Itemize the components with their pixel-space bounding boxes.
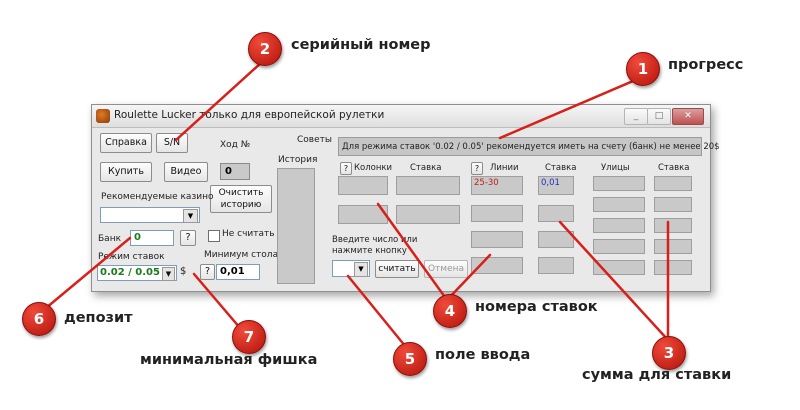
line-slot — [471, 257, 523, 274]
streets-header: Улицы — [601, 163, 630, 173]
min-table-help-button[interactable]: ? — [200, 264, 215, 280]
title-bar[interactable]: Roulette Lucker только для европейской р… — [92, 105, 710, 128]
columns-header: Колонки — [354, 163, 393, 173]
line-bet-slot: 0,01 — [538, 176, 574, 195]
tips-label: Советы — [297, 135, 332, 145]
bank-label: Банк — [98, 234, 122, 244]
currency-symbol: $ — [180, 266, 187, 277]
bet-header-3: Ставка — [658, 163, 690, 173]
callout-badge-7: 7 — [232, 320, 266, 354]
callout-badge-3: 3 — [652, 336, 686, 370]
line-bet-slot — [538, 257, 574, 274]
lines-help-button[interactable]: ? — [471, 162, 483, 175]
callout-label-min-chip: минимальная фишка — [140, 352, 318, 368]
callout-label-deposit: депозит — [64, 310, 133, 326]
callout-badge-5: 5 — [393, 342, 427, 376]
line-slot: 25-30 — [471, 176, 523, 195]
maximize-button[interactable]: □ — [647, 108, 671, 125]
street-bet-slot — [654, 239, 692, 254]
callout-label-serial-number: серийный номер — [291, 37, 431, 53]
input-prompt-line-1: Введите число или — [332, 235, 418, 245]
clear-history-label-1: Очистить — [218, 188, 264, 198]
street-bet-slot — [654, 218, 692, 233]
callout-label-input-field: поле ввода — [435, 347, 531, 363]
bet-mode-label: Режим ставок — [98, 252, 165, 262]
bet-mode-select[interactable]: 0.02 / 0.05 ▼ — [97, 265, 177, 281]
bank-help-button[interactable]: ? — [180, 230, 196, 246]
column-slot — [338, 205, 388, 224]
help-button[interactable]: Справка — [100, 133, 152, 153]
progress-info-bar: Для режима ставок '0.02 / 0.05' рекоменд… — [338, 137, 720, 156]
close-button[interactable]: ✕ — [672, 108, 704, 125]
callout-badge-2: 2 — [248, 32, 282, 66]
count-button[interactable]: считать — [375, 260, 419, 278]
bet-mode-value: 0.02 / 0.05 — [100, 267, 160, 278]
number-input[interactable]: ▼ — [332, 260, 370, 277]
chevron-down-icon[interactable]: ▼ — [354, 262, 368, 277]
clear-history-label-2: историю — [220, 200, 262, 210]
input-prompt-line-2: нажмите кнопку — [332, 246, 407, 256]
street-bet-slot — [654, 176, 692, 191]
street-slot — [593, 260, 645, 275]
bet-header-2: Ставка — [545, 163, 577, 173]
bet-header-1: Ставка — [410, 163, 442, 173]
no-count-label: Не считать — [222, 229, 275, 239]
street-bet-slot — [654, 197, 692, 212]
history-box — [277, 168, 315, 284]
callout-label-bet-amount: сумма для ставки — [582, 367, 732, 383]
bank-field[interactable]: 0 — [130, 230, 174, 246]
window-title: Roulette Lucker только для европейской р… — [114, 109, 385, 121]
callout-badge-4: 4 — [433, 294, 467, 328]
street-slot — [593, 197, 645, 212]
callout-badge-1: 1 — [626, 52, 660, 86]
street-slot — [593, 239, 645, 254]
line-bet-slot — [538, 205, 574, 222]
lines-header: Линии — [490, 163, 519, 173]
cancel-button[interactable]: Отмена — [424, 260, 468, 278]
app-window: Roulette Lucker только для европейской р… — [91, 104, 720, 292]
street-slot — [593, 218, 645, 233]
line-slot — [471, 231, 523, 248]
recommended-casino-label: Рекомендуемые казино — [101, 192, 214, 202]
sn-button[interactable]: S/N — [156, 133, 188, 153]
chevron-down-icon[interactable]: ▼ — [183, 209, 198, 223]
video-button[interactable]: Видео — [164, 162, 208, 182]
line-slot — [471, 205, 523, 222]
clear-history-button[interactable]: Очистить историю — [210, 185, 272, 213]
no-count-checkbox[interactable] — [208, 230, 220, 242]
move-label: Ход № — [220, 140, 251, 150]
history-label: История — [278, 155, 318, 165]
column-bet-slot — [396, 176, 460, 195]
buy-button[interactable]: Купить — [100, 162, 152, 182]
callout-badge-6: 6 — [22, 302, 56, 336]
minimize-button[interactable]: _ — [624, 108, 648, 125]
column-bet-slot — [396, 205, 460, 224]
casino-select[interactable]: ▼ — [100, 207, 200, 223]
min-table-label: Минимум стола — [204, 250, 279, 260]
chevron-down-icon[interactable]: ▼ — [162, 267, 175, 281]
column-slot — [338, 176, 388, 195]
street-bet-slot — [654, 260, 692, 275]
move-number: 0 — [220, 163, 250, 180]
street-slot — [593, 176, 645, 191]
callout-label-progress: прогресс — [668, 57, 744, 73]
line-bet-slot — [538, 231, 574, 248]
app-icon — [96, 109, 110, 123]
columns-help-button[interactable]: ? — [340, 162, 352, 175]
min-table-field[interactable]: 0,01 — [216, 264, 260, 280]
callout-label-bet-numbers: номера ставок — [475, 299, 598, 315]
